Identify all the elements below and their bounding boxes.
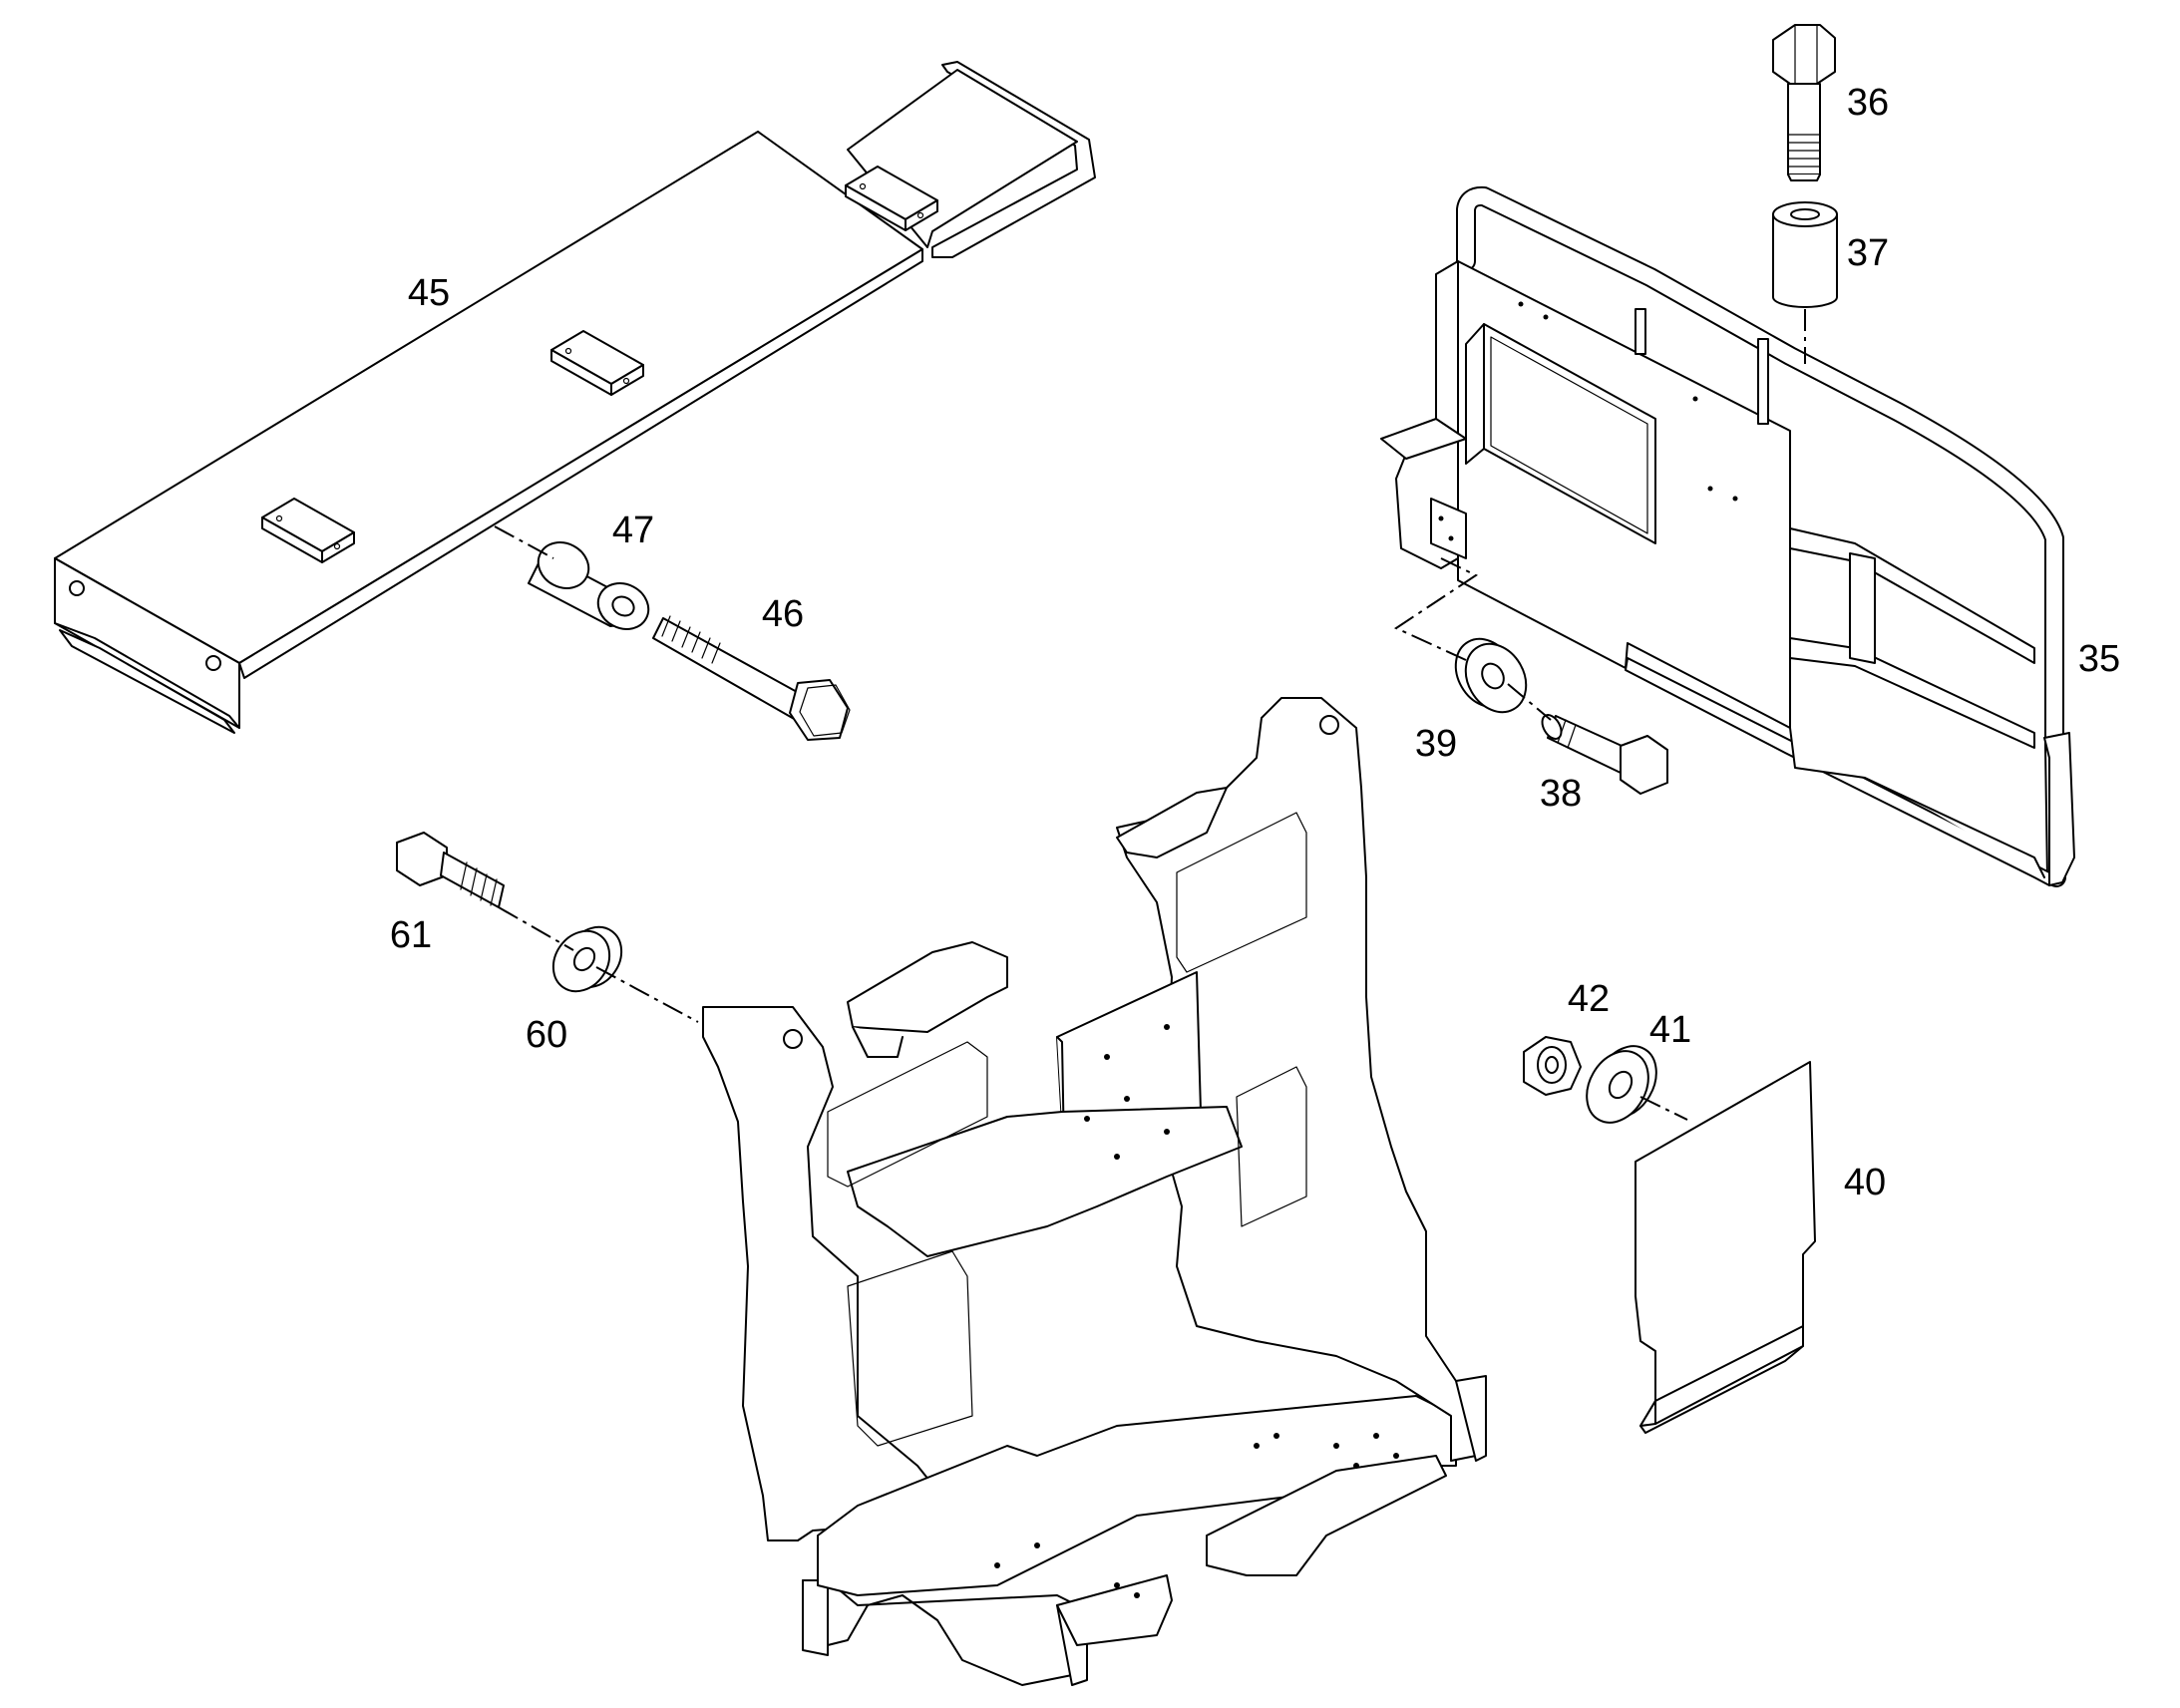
- label-35: 35: [2078, 638, 2120, 680]
- label-40: 40: [1844, 1162, 1886, 1203]
- part-60-washer[interactable]: [542, 916, 632, 1002]
- part-61-hex-bolt[interactable]: [396, 832, 505, 908]
- leader-lines: [494, 309, 1806, 1121]
- part-38-hex-bolt[interactable]: [1539, 712, 1668, 795]
- label-37: 37: [1847, 232, 1889, 274]
- label-36: 36: [1847, 82, 1889, 124]
- label-38: 38: [1540, 773, 1582, 815]
- part-number-labels: 35 36 37 38 39 40 41 42 45 46 47 60 61: [390, 82, 2120, 1203]
- part-45-cover-panel[interactable]: [54, 61, 1096, 734]
- label-46: 46: [762, 593, 804, 635]
- part-40-side-plate[interactable]: [1635, 1061, 1816, 1434]
- label-45: 45: [408, 272, 450, 314]
- label-41: 41: [1649, 1009, 1691, 1051]
- label-39: 39: [1415, 723, 1457, 765]
- part-41-washer[interactable]: [1575, 1035, 1668, 1134]
- label-61: 61: [390, 914, 432, 956]
- label-60: 60: [526, 1014, 567, 1056]
- label-42: 42: [1568, 978, 1610, 1020]
- part-46-hex-bolt[interactable]: [652, 615, 851, 741]
- part-42-hex-nut[interactable]: [1523, 1036, 1582, 1096]
- main-chassis-frame[interactable]: [702, 697, 1487, 1686]
- part-36-hex-bolt[interactable]: [1772, 24, 1836, 181]
- part-35-guard-assembly[interactable]: [1380, 185, 2075, 887]
- label-47: 47: [612, 510, 654, 551]
- part-37-spacer-sleeve[interactable]: [1772, 201, 1838, 308]
- part-47-spacer-sleeve[interactable]: [528, 533, 656, 637]
- part-39-washer[interactable]: [1444, 628, 1538, 723]
